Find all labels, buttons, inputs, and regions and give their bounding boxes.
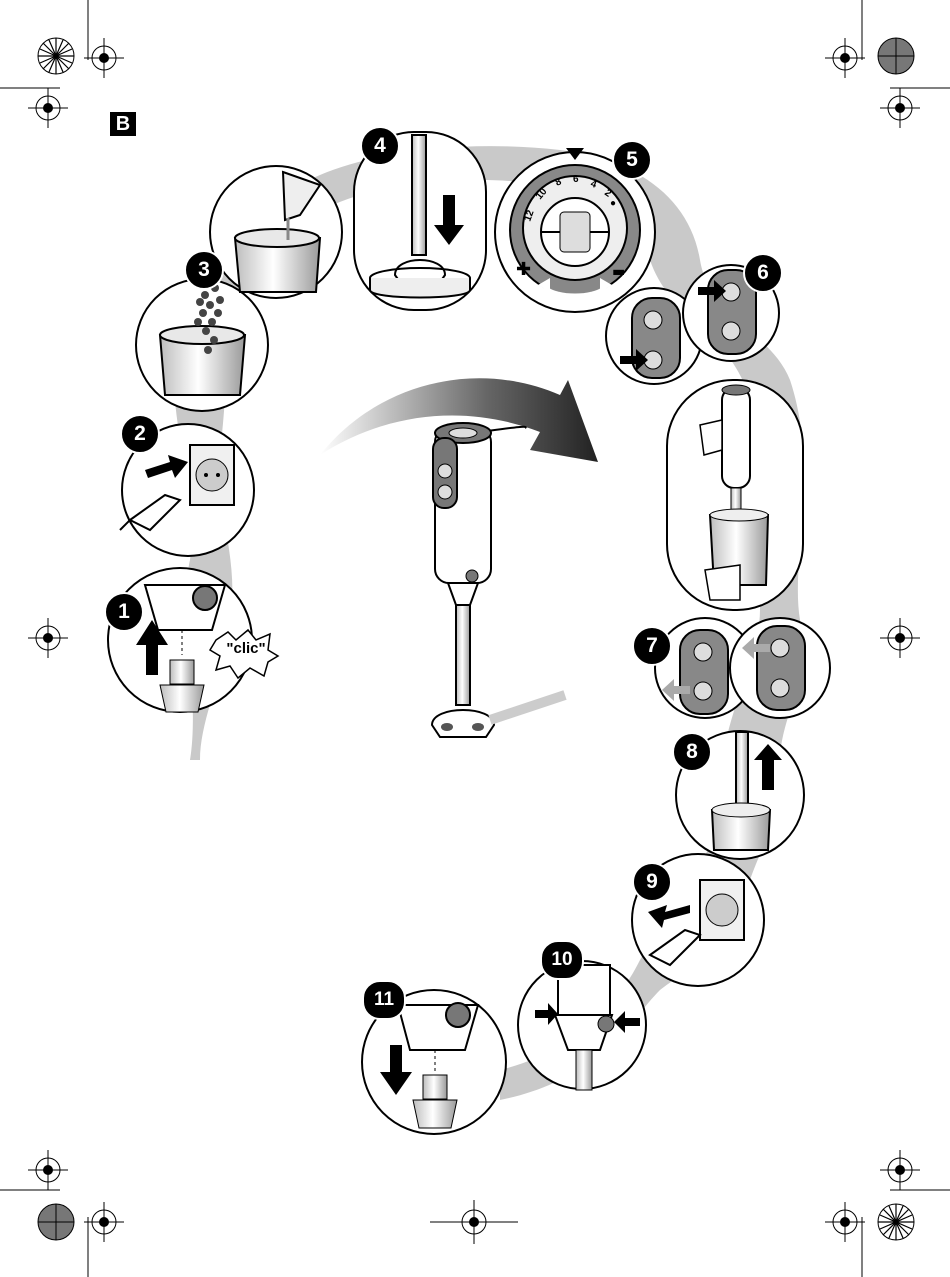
step-number-11: 11 xyxy=(362,980,406,1020)
step-number-9: 9 xyxy=(632,862,672,902)
dial-decrease-symbol: ▬ xyxy=(612,264,625,280)
step-number-3: 3 xyxy=(184,250,224,290)
hand-blender-overview xyxy=(432,423,565,737)
step-number-7: 7 xyxy=(632,626,672,666)
step-3-illustration xyxy=(136,279,268,411)
step-number-2: 2 xyxy=(120,414,160,454)
step-number-4: 4 xyxy=(360,126,400,166)
registration-target-top-right xyxy=(825,38,865,78)
registration-target-right-mid xyxy=(880,618,920,658)
registration-target-left-mid xyxy=(28,618,68,658)
registration-target-top-right-2 xyxy=(880,88,920,128)
step-number-5: 5 xyxy=(612,140,652,180)
registration-target-top-left xyxy=(84,38,124,78)
color-target-top-right xyxy=(878,38,914,74)
svg-text:6: 6 xyxy=(573,174,579,185)
click-sound-label: "clic" xyxy=(218,640,274,657)
color-target-bottom-left xyxy=(38,1204,74,1240)
section-label: B xyxy=(110,112,136,136)
step-number-10: 10 xyxy=(540,940,584,980)
registration-target-bottom-left xyxy=(28,1150,68,1190)
step-number-6: 6 xyxy=(743,253,783,293)
step-number-1: 1 xyxy=(104,592,144,632)
registration-target-bottom-center xyxy=(430,1200,518,1244)
registration-target-top-left-2 xyxy=(28,88,68,128)
dial-increase-symbol: ✚ xyxy=(516,259,531,280)
registration-target-bottom-right-2 xyxy=(880,1150,920,1190)
step-number-8: 8 xyxy=(672,732,712,772)
color-target-top-left xyxy=(38,38,74,74)
svg-text:●: ● xyxy=(610,198,616,209)
step-3b-illustration xyxy=(210,166,342,298)
registration-target-bottom-right xyxy=(825,1202,865,1242)
step-10-illustration xyxy=(518,961,646,1090)
color-target-bottom-right xyxy=(878,1204,914,1240)
registration-target-bottom-left-2 xyxy=(84,1202,124,1242)
step-6b-illustration xyxy=(667,380,803,610)
